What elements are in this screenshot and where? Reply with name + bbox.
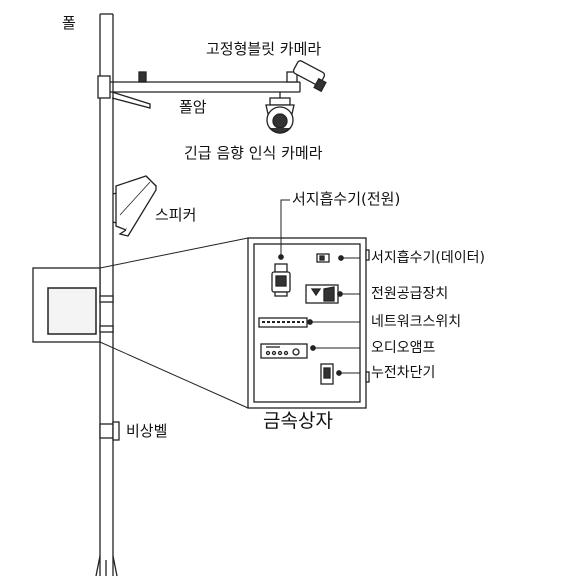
- zoom-detail-frame: [32, 237, 249, 409]
- power-supply-device: [305, 284, 339, 304]
- leader-lines: [280, 199, 360, 374]
- label-emergency-camera: 긴급 음향 인식 카메라: [184, 144, 323, 162]
- label-audio-amp: 오디오앰프: [371, 340, 436, 356]
- label-breaker: 누전차단기: [371, 365, 436, 381]
- label-surge-data: 서지흡수기(데이터): [371, 250, 485, 266]
- label-speaker: 스피커: [155, 206, 197, 224]
- network-switch-device: [258, 317, 308, 328]
- audio-amp-device: [260, 343, 308, 359]
- label-power-supply: 전원공급장치: [371, 286, 449, 302]
- label-network-switch: 네트워크스위치: [371, 314, 462, 330]
- metal-box: [247, 237, 370, 409]
- label-pole-arm: 폴암: [179, 98, 207, 116]
- label-fixed-camera: 고정형블릿 카메라: [206, 40, 322, 58]
- label-pole: 폴: [62, 14, 76, 32]
- label-surge-power: 서지흡수기(전원): [292, 190, 401, 208]
- label-emergency-bell: 비상벨: [126, 422, 168, 440]
- emergency-bell: [99, 421, 120, 441]
- surge-protector-power-device: [271, 263, 291, 297]
- label-metal-box: 금속상자: [263, 410, 333, 432]
- emergency-acoustic-camera: [265, 92, 295, 134]
- breaker-device: [320, 363, 334, 385]
- surge-protector-data-device: [316, 253, 330, 263]
- pole-arm: [97, 71, 301, 109]
- fixed-bullet-camera: [286, 60, 327, 93]
- speaker: [112, 175, 157, 237]
